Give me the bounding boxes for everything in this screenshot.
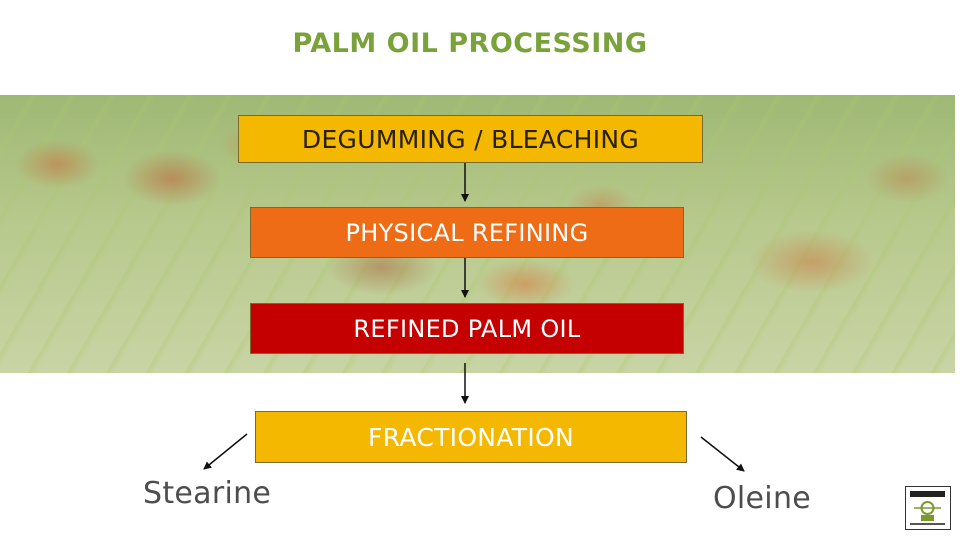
step-label-refined-palm-oil: REFINED PALM OIL — [353, 314, 581, 343]
step-label-degumming: DEGUMMING / BLEACHING — [301, 124, 640, 154]
step-physical-refining: PHYSICAL REFINING — [250, 207, 684, 258]
step-label-physical-refining: PHYSICAL REFINING — [345, 218, 589, 247]
step-fractionation: FRACTIONATION — [255, 411, 687, 463]
arrow-to-oleine — [700, 436, 745, 472]
page-title: PALM OIL PROCESSING — [292, 28, 648, 59]
product-stearine: Stearine — [143, 476, 272, 511]
step-refined-palm-oil: REFINED PALM OIL — [250, 303, 684, 354]
company-logo-icon — [905, 486, 951, 530]
step-label-fractionation: FRACTIONATION — [368, 422, 574, 452]
arrow-to-stearine — [203, 433, 248, 470]
step-degumming-bleaching: DEGUMMING / BLEACHING — [238, 115, 703, 163]
product-oleine: Oleine — [713, 481, 812, 516]
